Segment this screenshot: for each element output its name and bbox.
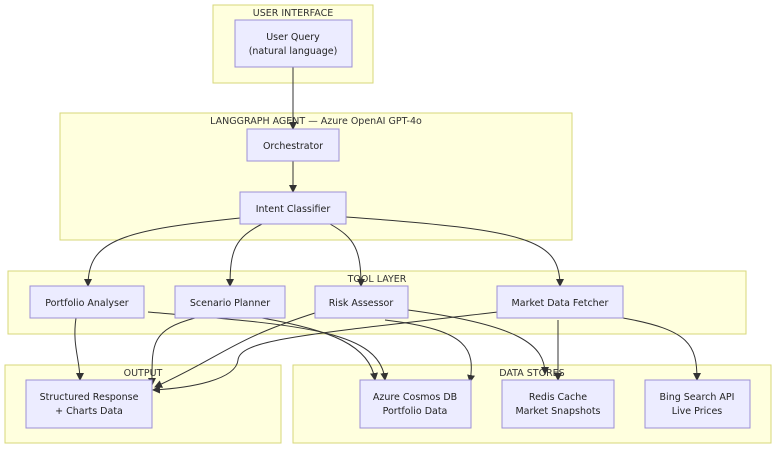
node-user-query-line2: (natural language) bbox=[249, 46, 338, 57]
edge-scenario-response bbox=[147, 317, 196, 386]
cluster-title-data-stores: DATA STORES bbox=[499, 368, 564, 379]
cluster-title-langgraph-agent: LANGGRAPH AGENT — Azure OpenAI GPT-4o bbox=[210, 116, 422, 127]
node-cosmos-db[interactable]: Azure Cosmos DB Portfolio Data bbox=[359, 379, 472, 429]
edge-intent-scenario bbox=[226, 223, 263, 287]
node-orchestrator[interactable]: Orchestrator bbox=[246, 128, 340, 162]
node-scenario-planner[interactable]: Scenario Planner bbox=[174, 285, 286, 319]
node-redis-cache-line2: Market Snapshots bbox=[515, 406, 600, 417]
cluster-title-user-interface: USER INTERFACE bbox=[253, 8, 333, 19]
node-scenario-planner-label: Scenario Planner bbox=[190, 298, 270, 309]
edge-portfolio-response bbox=[74, 317, 84, 381]
node-market-data-fetcher[interactable]: Market Data Fetcher bbox=[496, 285, 624, 319]
edge-intent-risk bbox=[329, 223, 365, 287]
edge-intent-portfolio bbox=[84, 216, 251, 287]
node-intent-classifier[interactable]: Intent Classifier bbox=[239, 191, 347, 225]
node-structured-response-line1: Structured Response bbox=[40, 392, 139, 403]
edge-risk-redis bbox=[407, 309, 549, 375]
node-bing-search-api-line1: Bing Search API bbox=[660, 392, 735, 403]
node-market-data-fetcher-label: Market Data Fetcher bbox=[512, 298, 609, 309]
node-redis-cache-line1: Redis Cache bbox=[529, 392, 587, 403]
node-bing-search-api-line2: Live Prices bbox=[672, 406, 723, 417]
cluster-title-output: OUTPUT bbox=[124, 368, 163, 379]
edge-market-response bbox=[152, 311, 499, 394]
node-portfolio-analyser-label: Portfolio Analyser bbox=[45, 298, 128, 309]
edge-risk-response bbox=[154, 311, 319, 388]
node-risk-assessor[interactable]: Risk Assessor bbox=[314, 285, 409, 319]
edge-intent-market bbox=[345, 216, 564, 287]
node-cosmos-db-line1: Azure Cosmos DB bbox=[373, 392, 457, 403]
node-user-query-line1: User Query bbox=[266, 32, 320, 43]
node-intent-classifier-label: Intent Classifier bbox=[256, 204, 331, 215]
node-risk-assessor-label: Risk Assessor bbox=[329, 298, 394, 309]
cluster-title-tool-layer: TOOL LAYER bbox=[347, 274, 407, 285]
node-structured-response[interactable]: Structured Response + Charts Data bbox=[25, 379, 153, 429]
node-redis-cache[interactable]: Redis Cache Market Snapshots bbox=[501, 379, 615, 429]
node-portfolio-analyser[interactable]: Portfolio Analyser bbox=[29, 285, 145, 319]
node-cosmos-db-line2: Portfolio Data bbox=[383, 406, 448, 417]
node-structured-response-line2: + Charts Data bbox=[55, 406, 123, 417]
edge-market-bing bbox=[622, 317, 701, 381]
node-bing-search-api[interactable]: Bing Search API Live Prices bbox=[644, 379, 751, 429]
edge-risk-cosmos bbox=[384, 319, 476, 383]
node-user-query[interactable]: User Query (natural language) bbox=[234, 19, 353, 68]
node-orchestrator-label: Orchestrator bbox=[263, 141, 323, 152]
edge-scenario-cosmos bbox=[261, 317, 378, 381]
